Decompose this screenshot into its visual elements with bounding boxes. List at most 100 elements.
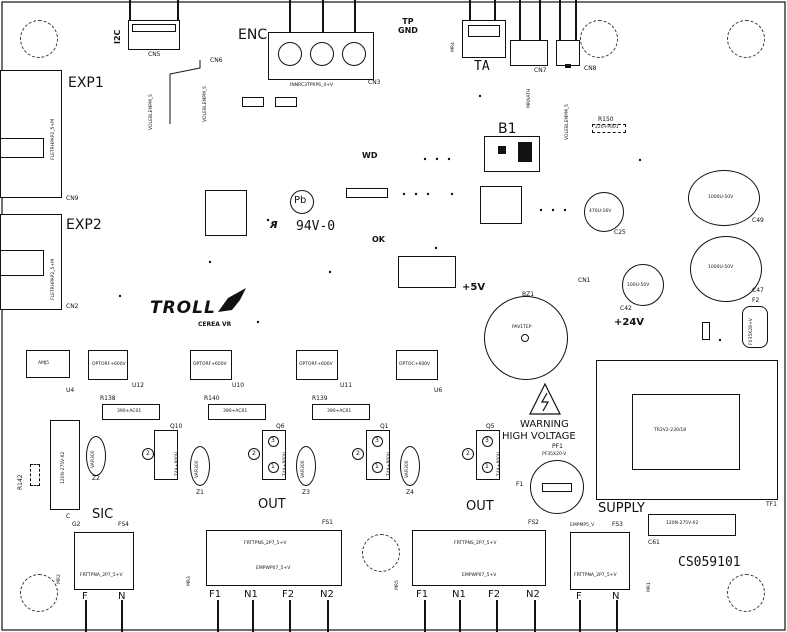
mr3-label: MR3 — [187, 576, 192, 586]
r140-resistor — [208, 404, 266, 420]
pin-number: 1 — [375, 463, 379, 470]
pin-number: 3 — [271, 437, 275, 444]
fs4-ref: FS4 — [118, 521, 129, 528]
z1-varistor — [190, 446, 210, 486]
fs1-part2: EMPWP07_5+V — [256, 566, 291, 571]
mr2-label: MR2 — [57, 574, 62, 584]
pf1-part: PF35X20-V — [542, 452, 567, 457]
mounting-hole — [362, 534, 400, 572]
c47-ref: C47 — [752, 287, 764, 294]
ta-label: TA — [474, 59, 490, 74]
exp1-label: EXP1 — [68, 75, 104, 91]
bz1-part: PAV1TEP — [512, 325, 532, 330]
mounting-hole — [727, 20, 765, 58]
troll-logo: TROLL — [150, 298, 216, 318]
u12-ic[interactable] — [88, 350, 128, 380]
r142-ref: R142 — [17, 474, 24, 490]
q1-ref: Q1 — [380, 423, 389, 430]
q6-ref: Q6 — [276, 423, 285, 430]
tf1-ref: TF1 — [766, 501, 777, 508]
fs1-pin-n1: N1 — [244, 589, 258, 600]
u11-ref: U11 — [340, 382, 353, 389]
pf1-ref: PF1 — [552, 443, 563, 450]
pin-number: 1 — [271, 463, 275, 470]
fs3-part2: EMPMP5_V — [570, 523, 595, 528]
board-id: CS059101 — [678, 555, 741, 570]
ul-mark: ᴙ — [270, 217, 278, 231]
u10-ic[interactable] — [190, 350, 232, 380]
c47-capacitor[interactable] — [690, 236, 762, 302]
fs3-pin-n: N — [612, 591, 620, 602]
cn6-trace — [169, 60, 201, 124]
pin-number: 2 — [146, 450, 150, 457]
cn5-part: VOLEBLEMPM_5 — [149, 94, 154, 130]
pin-number: 2 — [252, 450, 256, 457]
high-voltage-label: HIGH VOLTAGE — [502, 431, 576, 442]
r139-value: 390+AC01 — [327, 409, 352, 414]
fs3-terminal[interactable] — [570, 532, 630, 590]
exp2-label: EXP2 — [66, 217, 102, 233]
smd-pad — [275, 97, 297, 107]
pb-free-mark — [290, 190, 314, 214]
u6-value: OPTOC+600V — [399, 362, 431, 367]
u11-value: OPTORF+600V — [299, 362, 333, 367]
smd-pad — [242, 97, 264, 107]
fs2-ref: FS2 — [528, 519, 539, 526]
fs4-part: FRTTPNA_2P7_5+V — [80, 573, 123, 578]
enc-part: INNRC3TPRP6_4+V — [290, 83, 334, 88]
enc-pin — [342, 42, 366, 66]
pin-marker — [372, 436, 383, 447]
cn8-ref: CN8 — [584, 65, 597, 72]
q5-part: T4A+800V — [497, 451, 502, 476]
pf1-fuse — [542, 483, 572, 492]
r150-resistor — [592, 124, 626, 133]
fs2-part: FRTTPNS_2P7_5+V — [454, 541, 497, 546]
r150-ref: R150 — [598, 116, 614, 123]
r138-ref: R138 — [100, 395, 116, 402]
mr4-label: MR4 — [451, 42, 456, 52]
u6-ic[interactable] — [396, 350, 438, 380]
fs3-part: FRTTPNA_2P7_5+V — [574, 573, 617, 578]
u4-ic[interactable] — [26, 350, 70, 378]
c-left-capacitor[interactable] — [50, 420, 80, 510]
z1-ref: Z1 — [196, 489, 204, 496]
c49-capacitor[interactable] — [688, 170, 760, 226]
cn8-connector[interactable] — [556, 40, 580, 66]
supply-label: SUPPLY — [598, 501, 645, 516]
out-left-label: OUT — [258, 497, 286, 512]
fs2-terminal[interactable] — [412, 530, 546, 586]
c42-ref: C42 — [620, 305, 632, 312]
c49-value: 1000U-50V — [708, 195, 734, 200]
u11-ic[interactable] — [296, 350, 338, 380]
r138-resistor — [102, 404, 160, 420]
pin-marker — [482, 462, 493, 473]
pin-marker — [142, 448, 154, 460]
ic-pad — [480, 186, 522, 224]
exp1-connector[interactable] — [0, 70, 62, 198]
mr5-label: MR5 — [395, 580, 400, 590]
fs1-terminal[interactable] — [206, 530, 342, 586]
exp1-part: FLETRHPAP2_5+M — [51, 118, 56, 160]
c61-capacitor[interactable] — [648, 514, 736, 536]
f1-ref: F1 — [516, 481, 524, 488]
c42-capacitor[interactable] — [622, 264, 664, 306]
c25-capacitor[interactable] — [584, 192, 624, 232]
exp2-part: FLETRHPAP2_5+M — [51, 258, 56, 300]
q1-triac[interactable] — [366, 430, 390, 480]
c25-value: 470U-16V — [589, 209, 612, 214]
z3-value: VAR300 — [301, 460, 306, 478]
q10-triac[interactable] — [154, 430, 178, 480]
fs1-pin-f1: F1 — [209, 589, 222, 600]
fs2-part2: EMPWP07_5+V — [462, 573, 497, 578]
c25-ref: C25 — [614, 229, 626, 236]
ul-rating: 94V-0 — [296, 219, 336, 234]
pin-marker — [372, 462, 383, 473]
c-left-value: 120N-275V-X2 — [61, 451, 66, 484]
u4-value: AMJ5 — [38, 361, 50, 366]
sic-label: SIC — [92, 507, 114, 522]
cn7-connector[interactable] — [510, 40, 548, 66]
fs1-pin-n2: N2 — [320, 589, 334, 600]
pin-number: 3 — [375, 437, 379, 444]
plus5v-label: +5V — [462, 282, 486, 293]
fs4-terminal[interactable] — [74, 532, 134, 590]
